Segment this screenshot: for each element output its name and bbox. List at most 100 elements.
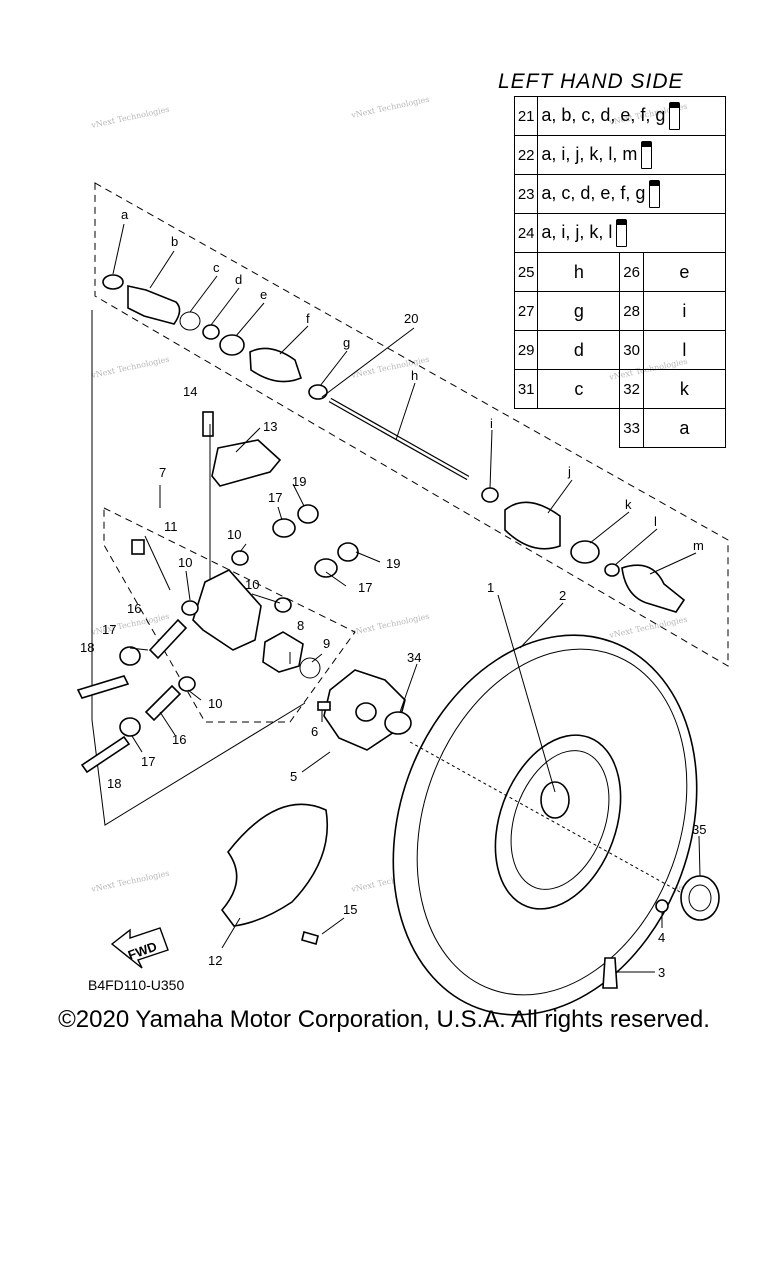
letter-callouts: a b c d e f g h i j k l m: [121, 207, 704, 553]
callout-19a: 19: [292, 474, 306, 489]
callout-16b: 16: [172, 732, 186, 747]
brake-disc-12: [220, 803, 329, 927]
watermark: vNext Technologies: [350, 95, 431, 121]
callout-1: 1: [487, 580, 494, 595]
wheel-1: [494, 734, 622, 910]
driveshaft-kit-outline: [94, 182, 729, 667]
bolt-18: [80, 735, 131, 774]
watermark: vNext Technologies: [90, 869, 171, 895]
callout-10b: 10: [178, 555, 192, 570]
knuckle-assembly: [76, 411, 359, 774]
cap-35: [680, 875, 720, 921]
copyright-notice: ©2020 Yamaha Motor Corporation, U.S.A. A…: [58, 1006, 710, 1033]
outer-joint-b: [127, 285, 181, 325]
callout-8: 8: [297, 618, 304, 633]
legend-title: LEFT HAND SIDE: [498, 70, 684, 93]
callout-l: l: [654, 514, 657, 529]
kit-row: 22 a, i, j, k, l, m: [513, 135, 726, 175]
kit-number: 21: [513, 96, 539, 136]
callout-35: 35: [692, 822, 706, 837]
nut-34: [384, 711, 412, 735]
part-number: 33: [619, 408, 644, 448]
watermark: vNext Technologies: [350, 612, 431, 638]
sleeve-16: [148, 618, 188, 660]
grease-tube-icon: [669, 102, 681, 130]
part-letter: l: [642, 330, 727, 370]
nut-19: [297, 504, 319, 524]
callout-m: m: [693, 538, 704, 553]
callout-c: c: [213, 260, 220, 275]
callout-13: 13: [263, 419, 277, 434]
grease-tube-icon: [649, 180, 661, 208]
callout-g: g: [343, 335, 350, 350]
kit-row: 21 a, b, c, d, e, f, g: [513, 96, 726, 136]
kit-row: 23 a, c, d, e, f, g: [513, 174, 726, 214]
circlip-a: [102, 274, 124, 290]
callout-e: e: [260, 287, 267, 302]
callout-10a: 10: [227, 527, 241, 542]
callout-2: 2: [559, 588, 566, 603]
part-number: 26: [619, 252, 644, 292]
kit-row: 24 a, i, j, k, l: [513, 213, 726, 253]
callout-17a: 17: [268, 490, 282, 505]
hub-assembly: [220, 669, 412, 945]
wheel-hub-bore: [540, 781, 570, 819]
single-row: 29 d 30 l: [513, 330, 727, 370]
part-number: 29: [513, 330, 539, 370]
callout-k: k: [625, 497, 632, 512]
band-e: [219, 334, 245, 356]
part-number: 25: [513, 252, 539, 292]
callout-4: 4: [658, 930, 665, 945]
callout-18a: 18: [80, 640, 94, 655]
callout-17c: 17: [102, 622, 116, 637]
part-number: 30: [619, 330, 644, 370]
watermark: vNext Technologies: [608, 615, 689, 641]
callout-b: b: [171, 234, 178, 249]
part-letter: h: [537, 252, 621, 292]
band-i: [481, 487, 499, 503]
kit-parts: a, i, j, k, l: [541, 221, 613, 242]
bolt-14: [202, 411, 214, 437]
boot-f: [249, 347, 302, 383]
kit-number: 24: [513, 213, 539, 253]
collar-10: [274, 597, 292, 613]
legend-table: 21 a, b, c, d, e, f, g 22 a, i, j, k, l,…: [513, 96, 727, 448]
callout-20: 20: [404, 311, 418, 326]
knuckle: [192, 569, 262, 651]
grease-tube-icon: [616, 219, 628, 247]
bushing-17: [119, 717, 141, 737]
circlip-9: [299, 657, 321, 679]
disc-group-outline: [91, 310, 306, 826]
grease-tube-icon: [641, 141, 653, 169]
diagram-code: B4FD110-U350: [88, 977, 184, 993]
kit-parts: a, b, c, d, e, f, g: [541, 104, 666, 125]
callout-a: a: [121, 207, 129, 222]
part-number: 27: [513, 291, 539, 331]
inner-joint-m: [621, 564, 686, 613]
part-letter: g: [537, 291, 621, 331]
sleeve-16: [144, 684, 182, 722]
stud-6: [317, 701, 331, 711]
band-g: [308, 384, 328, 400]
callout-3: 3: [658, 965, 665, 980]
part-letter: a: [642, 408, 727, 448]
bearing-8: [262, 631, 304, 673]
circlip-l: [604, 563, 620, 577]
valve-3: [602, 957, 618, 989]
knuckle-group-outline: [103, 507, 356, 723]
callout-10d: 10: [208, 696, 222, 711]
callout-j: j: [567, 464, 571, 479]
ring-d: [202, 324, 220, 340]
callout-14: 14: [183, 384, 197, 399]
watermark: vNext Technologies: [90, 105, 171, 131]
callout-6: 6: [311, 724, 318, 739]
callout-7: 7: [159, 465, 166, 480]
callout-12: 12: [208, 953, 222, 968]
leader-lines: [112, 223, 701, 973]
bushing-17: [272, 518, 296, 538]
ring-c: [179, 311, 201, 331]
wheel-assembly: [392, 634, 720, 1016]
kit-parts-cell: a, c, d, e, f, g: [537, 174, 726, 214]
kit-parts-cell: a, i, j, k, l, m: [537, 135, 726, 175]
